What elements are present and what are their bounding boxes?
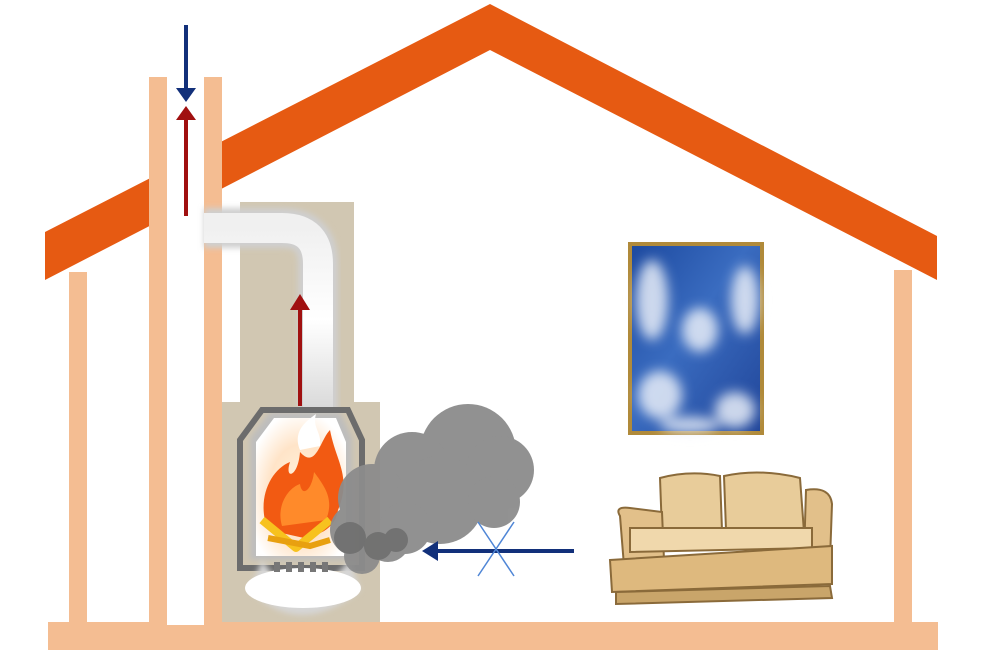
chimney-updraft-arrow — [176, 106, 196, 216]
house-roof — [45, 4, 937, 280]
flue-updraft-arrow — [290, 294, 310, 406]
blocked-cross-icon — [477, 521, 515, 577]
window-sky — [628, 242, 764, 435]
room-air-arrow — [422, 541, 574, 561]
house-floor — [48, 622, 938, 650]
sofa — [608, 471, 834, 606]
chimney — [149, 77, 222, 625]
house-wall-left — [69, 272, 87, 627]
flue-pipe — [204, 208, 338, 412]
house-wall-right — [894, 270, 912, 627]
grate-icon — [274, 562, 328, 572]
fire-flames — [259, 414, 344, 552]
chimney-downdraft-arrow — [176, 25, 196, 102]
